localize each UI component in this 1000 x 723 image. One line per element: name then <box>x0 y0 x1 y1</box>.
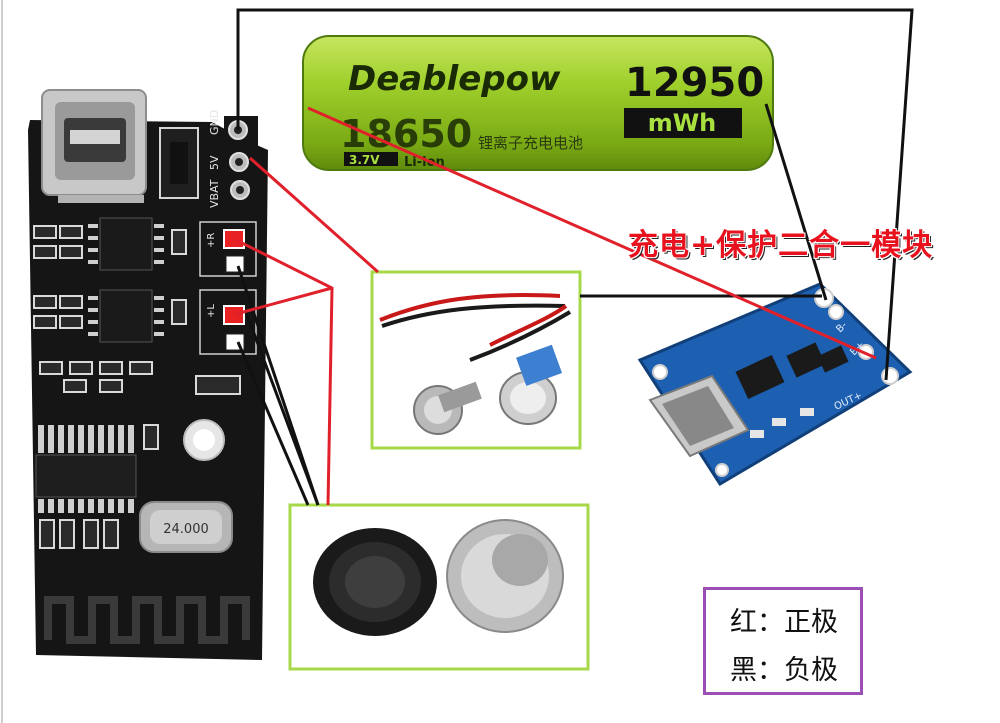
battery-chemistry: Li-ion <box>404 155 445 170</box>
right-channel-negative-pad <box>225 255 245 273</box>
pin-label-5v: 5V <box>208 155 221 170</box>
battery-voltage: 3.7V <box>349 153 380 167</box>
charger-module-title: 充电+保护二合一模块 <box>628 228 934 263</box>
wire-speaker-l-negative <box>236 341 310 506</box>
channel-mark-r: +R <box>206 233 217 248</box>
battery-unit: mWh <box>648 109 717 137</box>
battery-chinese-text: 锂离子充电电池 <box>478 134 583 152</box>
charger-pad-out-plus <box>881 367 899 385</box>
wire-5v-to-switch <box>249 156 379 274</box>
charger-pad-b-minus <box>828 304 844 320</box>
battery-model: 18650 <box>340 112 472 156</box>
right-channel-positive-pad <box>223 229 245 249</box>
bluetooth-chip <box>35 454 137 498</box>
bluetooth-amplifier-board: 24.000 GND 5V VBAT +R +L <box>28 89 268 660</box>
left-channel-positive-pad <box>223 305 245 325</box>
wire-speaker-l-alt <box>244 311 320 506</box>
wires <box>235 8 914 506</box>
channel-mark-l: +L <box>206 304 217 318</box>
pin-label-gnd: GND <box>208 110 221 135</box>
wire-battery-negative <box>764 103 828 301</box>
wire-speaker-l-positive <box>235 286 333 316</box>
battery-brand: Deablepow <box>348 59 561 99</box>
speakers <box>313 519 564 636</box>
pcb-antenna <box>44 596 250 644</box>
color-legend: 红：正极 黑：负极 <box>703 587 863 695</box>
legend-red-positive: 红：正极 <box>730 607 838 638</box>
crystal-label: 24.000 <box>163 522 209 537</box>
battery-capacity: 12950 <box>625 60 764 106</box>
pin-label-vbat: VBAT <box>208 179 221 208</box>
wire-gnd-to-out-minus <box>236 8 914 381</box>
metal-push-switch <box>379 293 572 435</box>
wire-battery-positive <box>307 106 877 360</box>
legend-black-negative: 黑：负极 <box>730 655 838 686</box>
battery-18650: Deablepow 12950 mWh 18650 锂离子充电电池 3.7V L… <box>302 35 774 171</box>
